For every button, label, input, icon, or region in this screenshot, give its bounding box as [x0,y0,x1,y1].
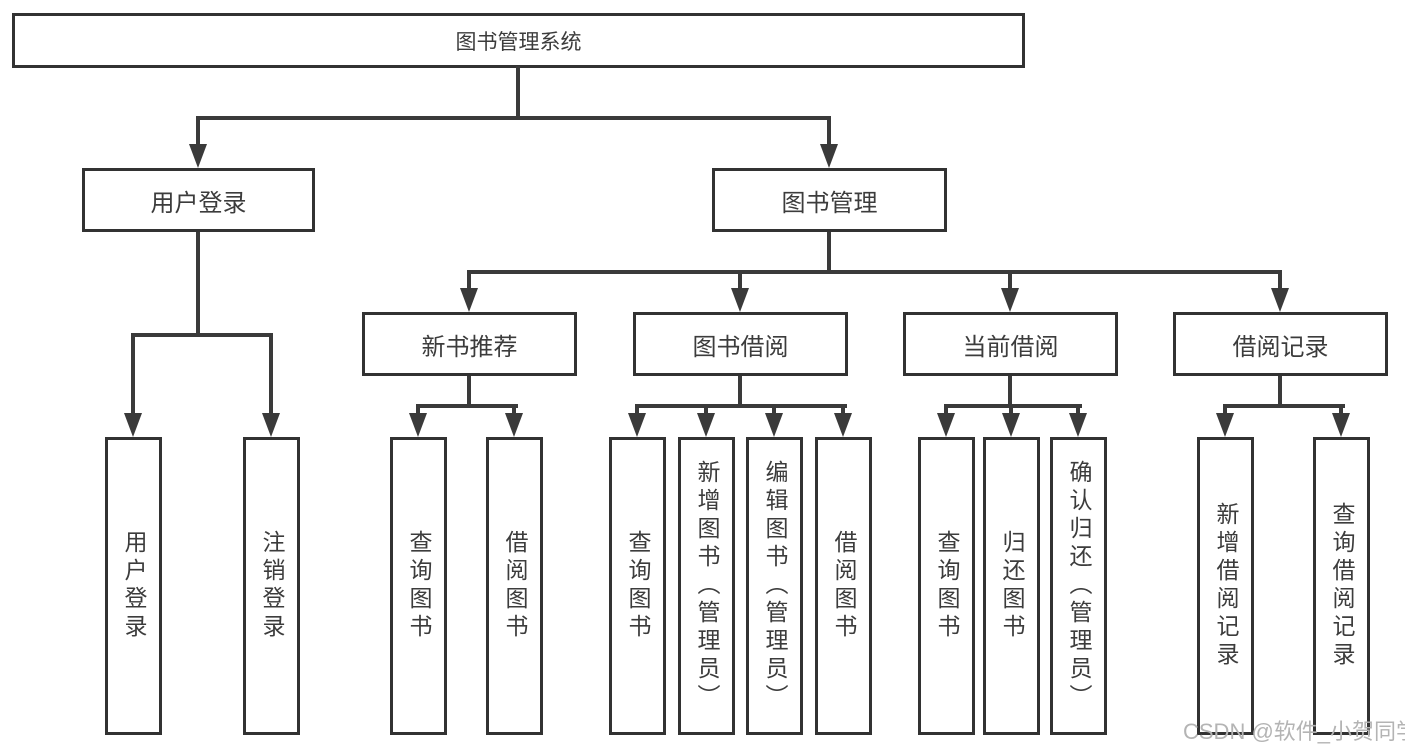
connector-line [827,232,831,272]
connector-line [944,404,948,414]
arrow-down-icon [834,413,852,437]
connector-line [738,376,742,406]
connector-line [1223,404,1345,408]
node-leaf-add-books-admin: 新增图书（管理员） [678,437,735,735]
node-leaf-logout: 注销登录 [243,437,300,735]
node-leaf-query-books-recommend: 查询图书 [390,437,447,735]
connector-line [635,404,847,408]
node-leaf-return-books: 归还图书 [983,437,1040,735]
node-library-management-system: 图书管理系统 [12,13,1025,68]
arrow-down-icon [505,413,523,437]
connector-line [1076,404,1080,414]
connector-line [467,270,1282,274]
node-leaf-query-books-borrowing: 查询图书 [609,437,666,735]
connector-line [196,116,200,146]
connector-line [416,404,420,414]
node-leaf-add-borrow-record: 新增借阅记录 [1197,437,1254,735]
arrow-down-icon [460,288,478,312]
connector-line [1008,270,1012,288]
node-leaf-user-login: 用户登录 [105,437,162,735]
node-user-login: 用户登录 [82,168,315,232]
connector-line [1278,270,1282,288]
arrow-down-icon [1069,413,1087,437]
arrow-down-icon [124,413,142,437]
connector-line [738,270,742,288]
arrow-down-icon [1271,288,1289,312]
connector-line [1223,404,1227,414]
watermark: CSDN @软件_小贺同学 [1183,719,1405,744]
connector-line [704,404,708,414]
arrow-down-icon [697,413,715,437]
node-leaf-borrow-books: 借阅图书 [815,437,872,735]
connector-line [512,404,516,414]
connector-line [131,333,273,337]
arrow-down-icon [820,144,838,168]
connector-line [1009,404,1013,414]
connector-line [269,333,273,415]
connector-line [1339,404,1343,414]
node-borrow-records: 借阅记录 [1173,312,1388,376]
arrow-down-icon [765,413,783,437]
arrow-down-icon [731,288,749,312]
node-book-borrowing: 图书借阅 [633,312,848,376]
connector-line [516,66,520,118]
connector-line [772,404,776,414]
node-leaf-confirm-return-admin: 确认归还（管理员） [1050,437,1107,735]
connector-line [196,232,200,337]
connector-line [827,116,831,146]
node-leaf-query-books-current: 查询图书 [918,437,975,735]
connector-line [467,270,471,288]
connector-line [1278,376,1282,406]
connector-line [131,333,135,415]
connector-line [1008,376,1012,406]
connector-line [196,116,831,120]
arrow-down-icon [409,413,427,437]
arrow-down-icon [1002,413,1020,437]
arrow-down-icon [628,413,646,437]
node-book-management: 图书管理 [712,168,947,232]
arrow-down-icon [1216,413,1234,437]
arrow-down-icon [189,144,207,168]
connector-line [841,404,845,414]
arrow-down-icon [937,413,955,437]
node-leaf-query-borrow-record: 查询借阅记录 [1313,437,1370,735]
connector-line [635,404,639,414]
connector-line [944,404,1082,408]
node-leaf-edit-books-admin: 编辑图书（管理员） [746,437,803,735]
arrow-down-icon [262,413,280,437]
node-leaf-borrow-books-recommend: 借阅图书 [486,437,543,735]
arrow-down-icon [1332,413,1350,437]
node-current-borrowing: 当前借阅 [903,312,1118,376]
connector-line [416,404,518,408]
arrow-down-icon [1001,288,1019,312]
node-new-book-recommend: 新书推荐 [362,312,577,376]
connector-line [467,376,471,406]
